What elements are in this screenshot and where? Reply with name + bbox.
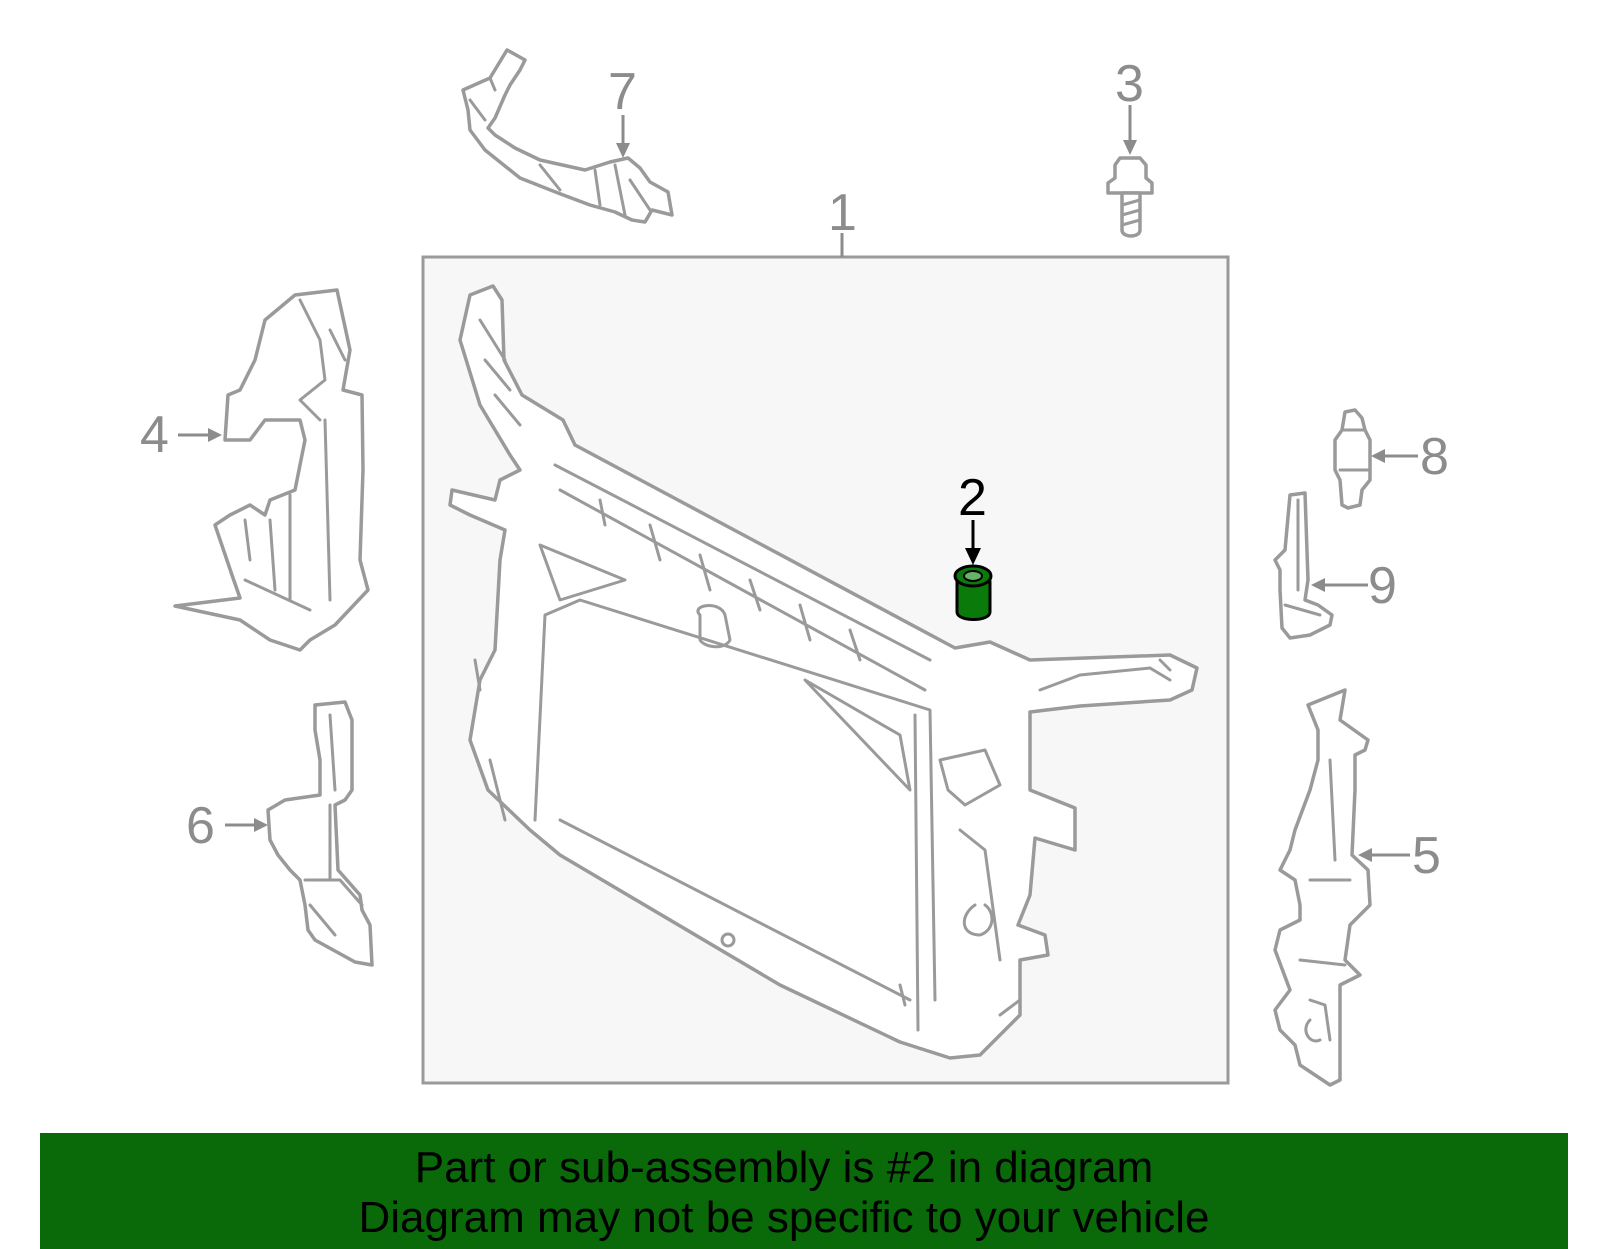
callout-3[interactable]: 3 xyxy=(1115,55,1144,113)
leader-8-arrow xyxy=(1371,449,1385,463)
info-banner: Part or sub-assembly is #2 in diagram Di… xyxy=(40,1133,1568,1249)
banner-line-1: Part or sub-assembly is #2 in diagram xyxy=(414,1143,1154,1192)
side-bracket[interactable] xyxy=(1273,491,1334,640)
leader-6-arrow xyxy=(254,818,268,832)
banner-line-2: Diagram may not be specific to your vehi… xyxy=(358,1193,1210,1242)
callout-4[interactable]: 4 xyxy=(140,406,169,464)
callout-8[interactable]: 8 xyxy=(1420,428,1449,486)
leader-4-arrow xyxy=(208,428,222,442)
leader-2-arrow xyxy=(965,548,981,565)
leader-7-arrow xyxy=(616,143,630,158)
callout-7[interactable]: 7 xyxy=(608,63,637,121)
callout-5[interactable]: 5 xyxy=(1412,827,1441,885)
clip[interactable] xyxy=(1333,408,1372,510)
upper-bracket[interactable] xyxy=(461,48,674,224)
callout-2[interactable]: 2 xyxy=(958,469,987,527)
air-guide-right[interactable] xyxy=(1273,688,1372,1087)
air-guide-left-upper[interactable] xyxy=(173,288,370,652)
callout-9[interactable]: 9 xyxy=(1368,557,1397,615)
highlighted-grommet[interactable] xyxy=(953,564,993,621)
leader-9-arrow xyxy=(1311,578,1325,592)
leader-3-arrow xyxy=(1123,140,1137,155)
bolt[interactable] xyxy=(1106,156,1154,238)
radiator-support[interactable] xyxy=(448,284,1199,1060)
leader-5-arrow xyxy=(1358,848,1372,862)
callout-1[interactable]: 1 xyxy=(828,184,857,242)
air-guide-left-lower[interactable] xyxy=(266,700,374,967)
callout-6[interactable]: 6 xyxy=(186,797,215,855)
